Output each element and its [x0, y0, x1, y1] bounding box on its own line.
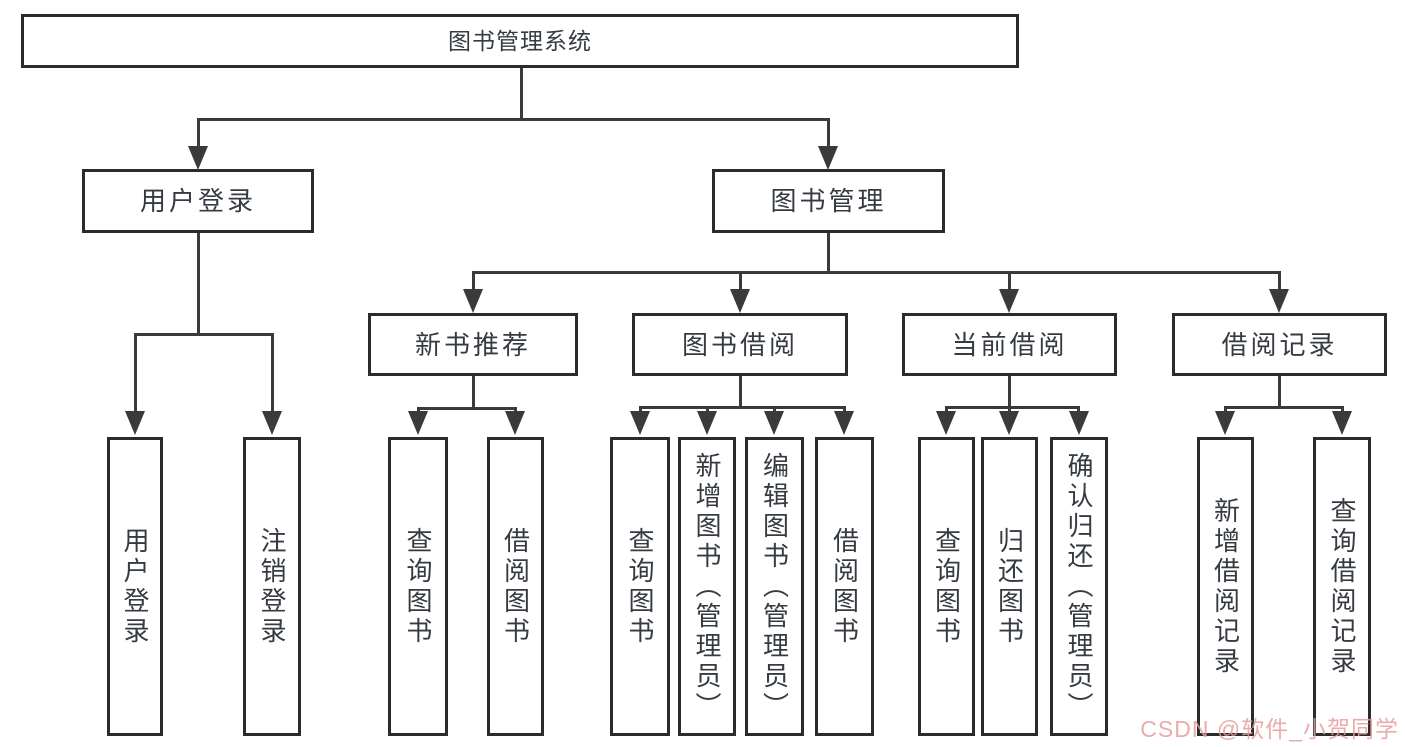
node-leaf-return-book: 归还图书 — [981, 437, 1038, 736]
connector-line — [1224, 406, 1343, 409]
node-library-system: 图书管理系统 — [21, 14, 1019, 68]
node-library-system-label: 图书管理系统 — [448, 27, 592, 54]
node-leaf-add-borrow-record-label: 新增借阅记录 — [1210, 496, 1241, 677]
node-leaf-add-book-admin: 新增图书（管理员） — [678, 437, 736, 736]
node-book-management-label: 图书管理 — [770, 186, 887, 216]
arrowhead-down-icon — [505, 411, 525, 435]
connector-line — [945, 406, 1080, 409]
arrowhead-down-icon — [834, 411, 854, 435]
connector-line — [197, 118, 200, 148]
node-user-login-label: 用户登录 — [139, 186, 256, 216]
arrowhead-down-icon — [936, 411, 956, 435]
node-leaf-logout: 注销登录 — [243, 437, 301, 736]
node-leaf-logout-label: 注销登录 — [257, 526, 287, 647]
node-leaf-query-borrow-record: 查询借阅记录 — [1313, 437, 1371, 736]
node-book-management: 图书管理 — [712, 169, 945, 233]
node-leaf-query-book-borrow-label: 查询图书 — [625, 526, 655, 647]
node-leaf-query-book-borrow: 查询图书 — [610, 437, 670, 736]
node-leaf-borrow-book-recommend-label: 借阅图书 — [500, 526, 531, 647]
node-leaf-edit-book-admin: 编辑图书（管理员） — [745, 437, 804, 736]
connector-line — [1224, 406, 1227, 415]
connector-line — [706, 406, 709, 415]
arrowhead-down-icon — [188, 146, 208, 170]
node-new-book-recommend: 新书推荐 — [368, 313, 578, 376]
connector-line — [739, 271, 742, 291]
connector-line — [520, 68, 523, 119]
node-leaf-query-book-current: 查询图书 — [918, 437, 975, 736]
node-leaf-confirm-return-admin: 确认归还（管理员） — [1050, 437, 1108, 736]
arrowhead-down-icon — [1215, 411, 1235, 435]
node-leaf-edit-book-admin-label: 编辑图书（管理员） — [759, 451, 790, 722]
node-leaf-user-login-label: 用户登录 — [120, 526, 150, 647]
node-leaf-add-book-admin-label: 新增图书（管理员） — [692, 451, 722, 722]
connector-line — [472, 271, 1281, 274]
node-current-borrow: 当前借阅 — [902, 313, 1117, 376]
connector-line — [843, 406, 846, 415]
node-leaf-query-book-recommend: 查询图书 — [388, 437, 448, 736]
connector-line — [134, 333, 274, 336]
connector-line — [945, 406, 948, 415]
arrowhead-down-icon — [818, 146, 838, 170]
arrowhead-down-icon — [630, 411, 650, 435]
connector-line — [827, 118, 830, 148]
arrowhead-down-icon — [262, 411, 282, 435]
node-borrow-record-label: 借阅记录 — [1221, 329, 1338, 360]
arrowhead-down-icon — [697, 411, 717, 435]
connector-line — [827, 233, 830, 273]
connector-line — [1341, 406, 1344, 415]
arrowhead-down-icon — [1269, 289, 1289, 313]
arrowhead-down-icon — [1069, 411, 1089, 435]
node-current-borrow-label: 当前借阅 — [951, 329, 1068, 360]
connector-line — [197, 233, 200, 335]
connector-line — [1077, 406, 1080, 415]
node-book-borrow-label: 图书借阅 — [681, 329, 798, 360]
node-leaf-borrow-book-label: 借阅图书 — [829, 526, 860, 647]
connector-line — [1008, 406, 1011, 415]
node-leaf-add-borrow-record: 新增借阅记录 — [1197, 437, 1254, 736]
arrowhead-down-icon — [408, 411, 428, 435]
connector-line — [134, 333, 137, 413]
connector-line — [1278, 376, 1281, 408]
connector-line — [739, 376, 742, 408]
node-leaf-confirm-return-admin-label: 确认归还（管理员） — [1064, 451, 1094, 722]
node-borrow-record: 借阅记录 — [1172, 313, 1387, 376]
connector-line — [197, 118, 830, 121]
connector-line — [472, 271, 475, 291]
arrowhead-down-icon — [730, 289, 750, 313]
arrowhead-down-icon — [999, 289, 1019, 313]
connector-line — [773, 406, 776, 415]
node-leaf-query-borrow-record-label: 查询借阅记录 — [1327, 496, 1357, 677]
node-leaf-borrow-book: 借阅图书 — [815, 437, 874, 736]
arrowhead-down-icon — [125, 411, 145, 435]
arrowhead-down-icon — [764, 411, 784, 435]
node-leaf-borrow-book-recommend: 借阅图书 — [487, 437, 544, 736]
connector-line — [1278, 271, 1281, 291]
connector-line — [639, 406, 845, 409]
arrowhead-down-icon — [999, 411, 1019, 435]
node-new-book-recommend-label: 新书推荐 — [414, 329, 531, 360]
connector-line — [472, 376, 475, 409]
node-book-borrow: 图书借阅 — [632, 313, 848, 376]
connector-line — [1008, 376, 1011, 408]
node-leaf-query-book-recommend-label: 查询图书 — [403, 526, 433, 647]
arrowhead-down-icon — [1332, 411, 1352, 435]
watermark: CSDN @软件_小贺同学 — [1140, 716, 1399, 742]
connector-line — [1008, 271, 1011, 291]
node-leaf-return-book-label: 归还图书 — [994, 526, 1025, 647]
connector-line — [271, 333, 274, 413]
node-leaf-user-login: 用户登录 — [107, 437, 163, 736]
node-user-login: 用户登录 — [82, 169, 314, 233]
node-leaf-query-book-current-label: 查询图书 — [931, 526, 962, 647]
connector-line — [417, 407, 517, 410]
connector-line — [639, 406, 642, 415]
arrowhead-down-icon — [463, 289, 483, 313]
